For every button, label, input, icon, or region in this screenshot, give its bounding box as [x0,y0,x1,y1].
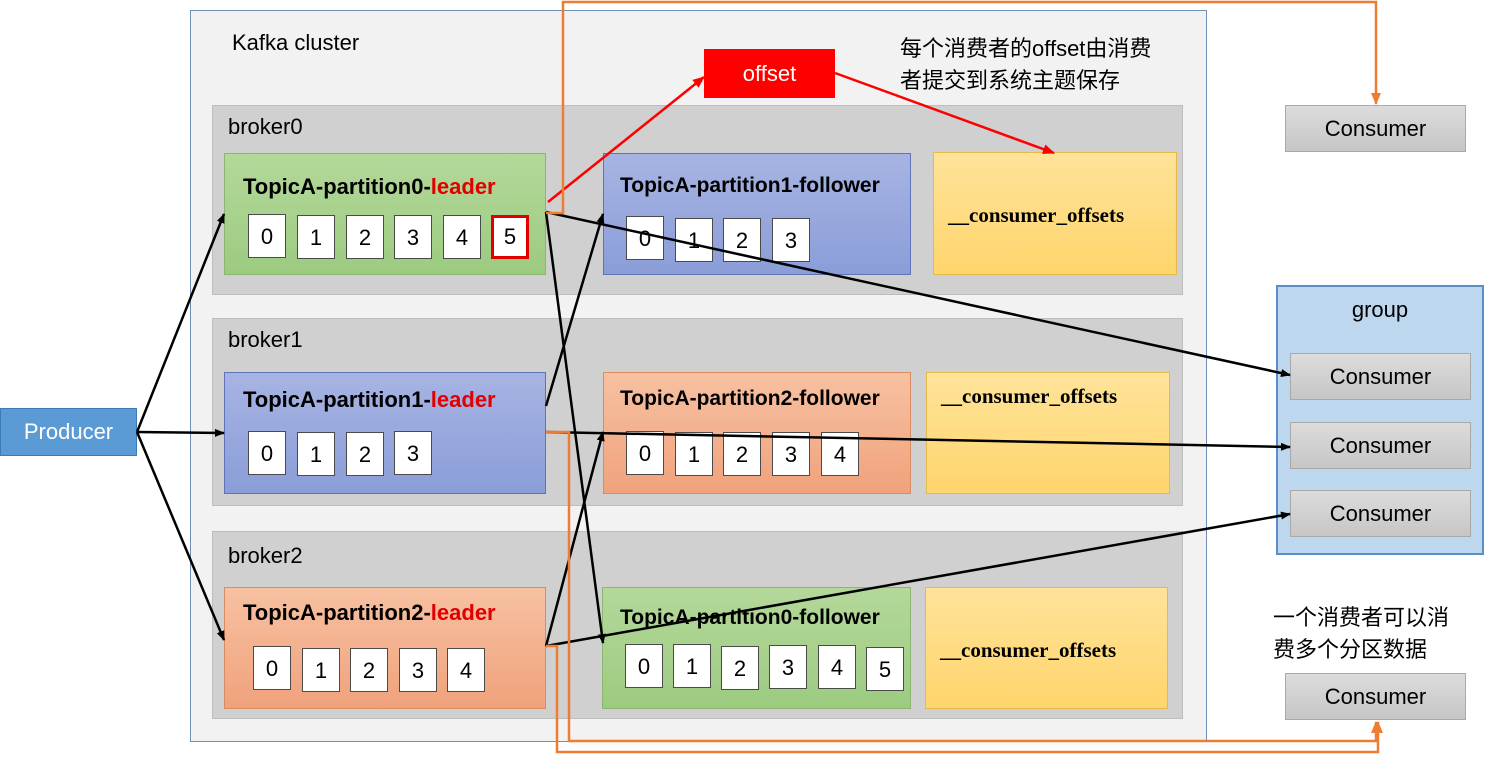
offset-cell: 1 [675,218,713,262]
cluster-title: Kafka cluster [232,30,360,55]
partition-title: TopicA-partition2-leader [243,600,496,625]
offset-cell: 0 [248,214,286,258]
partition0-leader: TopicA-partition0-leader 0 1 2 3 4 5 [224,153,546,275]
offset-note-line: 每个消费者的offset由消费 [900,36,1152,61]
consumer-offsets-label: __consumer_offsets [940,638,1117,662]
consumer-offsets-topic: __consumer_offsets [926,372,1170,494]
offset-cell: 1 [673,644,711,688]
offset-cell: 1 [302,648,340,692]
partition2-leader: TopicA-partition2-leader 0 1 2 3 4 [224,587,546,709]
consumer-bottom: Consumer [1285,673,1466,720]
offset-cell: 3 [394,431,432,475]
partition-title: TopicA-partition0-follower [620,606,880,629]
offset-cell: 4 [818,645,856,689]
offset-cell: 3 [772,432,810,476]
offset-cell: 3 [769,645,807,689]
partition-note-line: 一个消费者可以消 [1273,605,1450,630]
partition1-follower: TopicA-partition1-follower 0 1 2 3 [603,153,911,275]
offset-cell: 2 [723,432,761,476]
offset-cell: 2 [721,646,759,690]
offset-cell: 3 [394,215,432,259]
group-consumer-1: Consumer [1290,353,1471,400]
partition0-follower: TopicA-partition0-follower 0 1 2 3 4 5 [602,587,911,709]
partition-title: TopicA-partition1-follower [620,174,880,197]
partition-title: TopicA-partition2-follower [620,387,880,410]
group-consumer-2: Consumer [1290,422,1471,469]
partition-note: 一个消费者可以消 费多个分区数据 [1273,602,1449,666]
group-title: group [1351,297,1409,322]
broker-label: broker0 [228,114,303,139]
consumer-offsets-topic: __consumer_offsets [925,587,1168,709]
consumer-offsets-topic: __consumer_offsets [933,152,1177,275]
offset-cell: 5 [866,647,904,691]
consumer-top: Consumer [1285,105,1466,152]
offset-note: 每个消费者的offset由消费 者提交到系统主题保存 [900,33,1151,97]
offset-cell: 0 [626,216,664,260]
latest-offset-cell: 5 [491,215,529,259]
offset-cell: 2 [350,648,388,692]
partition-title: TopicA-partition1-leader [243,387,496,412]
offset-cell: 0 [625,644,663,688]
partition-note-line: 费多个分区数据 [1273,637,1428,662]
group-consumer-3: Consumer [1290,490,1471,537]
offset-cell: 0 [626,431,664,475]
offset-cell: 4 [443,215,481,259]
partition2-follower: TopicA-partition2-follower 0 1 2 3 4 [603,372,911,494]
consumer-offsets-label: __consumer_offsets [948,203,1125,227]
offset-cell: 2 [346,432,384,476]
offset-commit-box: offset [704,49,835,98]
offset-cell: 1 [675,432,713,476]
broker-label: broker2 [228,543,303,568]
offset-note-line: 者提交到系统主题保存 [900,68,1121,93]
offset-cell: 0 [248,431,286,475]
partition-title: TopicA-partition0-leader [243,174,496,199]
offset-cell: 0 [253,646,291,690]
offset-cell: 1 [297,432,335,476]
broker-label: broker1 [228,327,303,352]
offset-cell: 2 [723,218,761,262]
consumer-offsets-label: __consumer_offsets [941,384,1118,408]
offset-cell: 4 [821,432,859,476]
offset-cell: 3 [772,218,810,262]
offset-cell: 1 [297,215,335,259]
offset-cell: 2 [346,215,384,259]
offset-cell: 4 [447,648,485,692]
offset-cell: 3 [399,648,437,692]
producer: Producer [0,408,137,456]
partition1-leader: TopicA-partition1-leader 0 1 2 3 [224,372,546,494]
